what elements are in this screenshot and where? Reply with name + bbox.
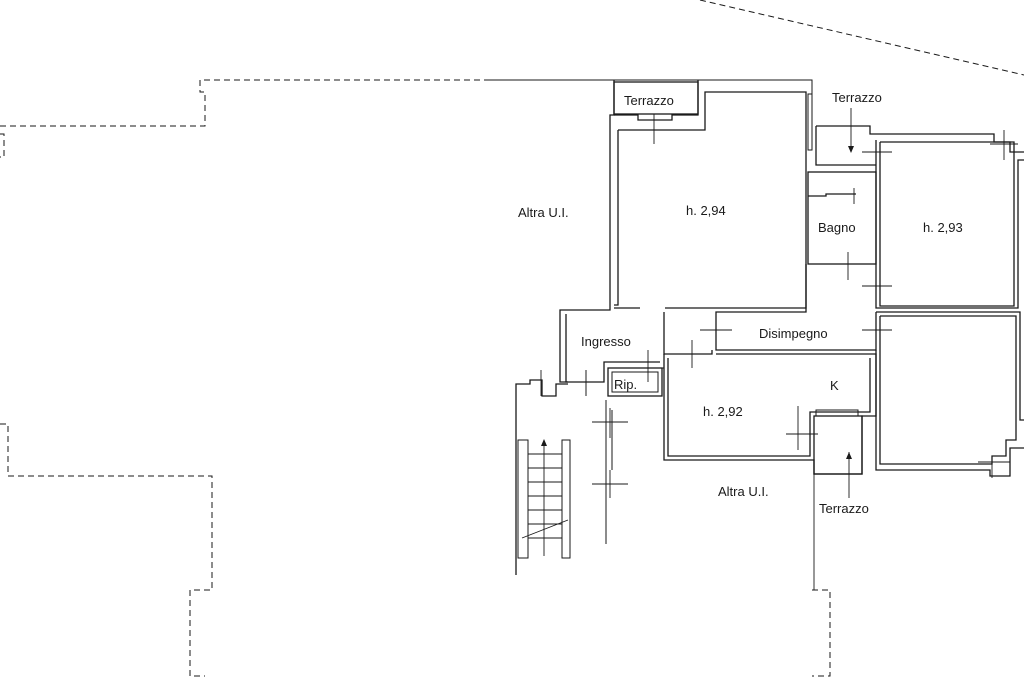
label-room-right: h. 2,93 xyxy=(923,220,963,235)
room-right-walls xyxy=(862,130,1024,309)
label-room-main: h. 2,94 xyxy=(686,203,726,218)
staircase xyxy=(515,370,587,575)
terrazzo-top-right-walls xyxy=(815,108,1024,166)
label-ingresso: Ingresso xyxy=(581,334,631,349)
label-disimpegno: Disimpegno xyxy=(759,326,828,341)
building-edge xyxy=(490,79,813,150)
label-altra-ui-bottom: Altra U.I. xyxy=(718,484,769,499)
label-altra-ui-left: Altra U.I. xyxy=(518,205,569,220)
terrazzo-top-box xyxy=(613,81,699,115)
label-kitchen: K xyxy=(830,378,839,393)
rip-inner xyxy=(611,371,659,393)
label-terrazzo-top: Terrazzo xyxy=(624,93,674,108)
label-terrazzo-top-right: Terrazzo xyxy=(832,90,882,105)
label-room-kitchen: h. 2,92 xyxy=(703,404,743,419)
room-lower-right-walls xyxy=(875,311,1024,478)
label-bagno: Bagno xyxy=(818,220,856,235)
label-terrazzo-bottom: Terrazzo xyxy=(819,501,869,516)
disimpegno-walls xyxy=(700,264,892,351)
room-main-walls xyxy=(559,80,813,383)
label-rip: Rip. xyxy=(614,377,637,392)
terrazzo-bottom-walls xyxy=(813,415,863,590)
corridor-walls xyxy=(592,400,628,544)
room-kitchen-walls xyxy=(663,340,877,475)
rip-box xyxy=(607,367,663,397)
